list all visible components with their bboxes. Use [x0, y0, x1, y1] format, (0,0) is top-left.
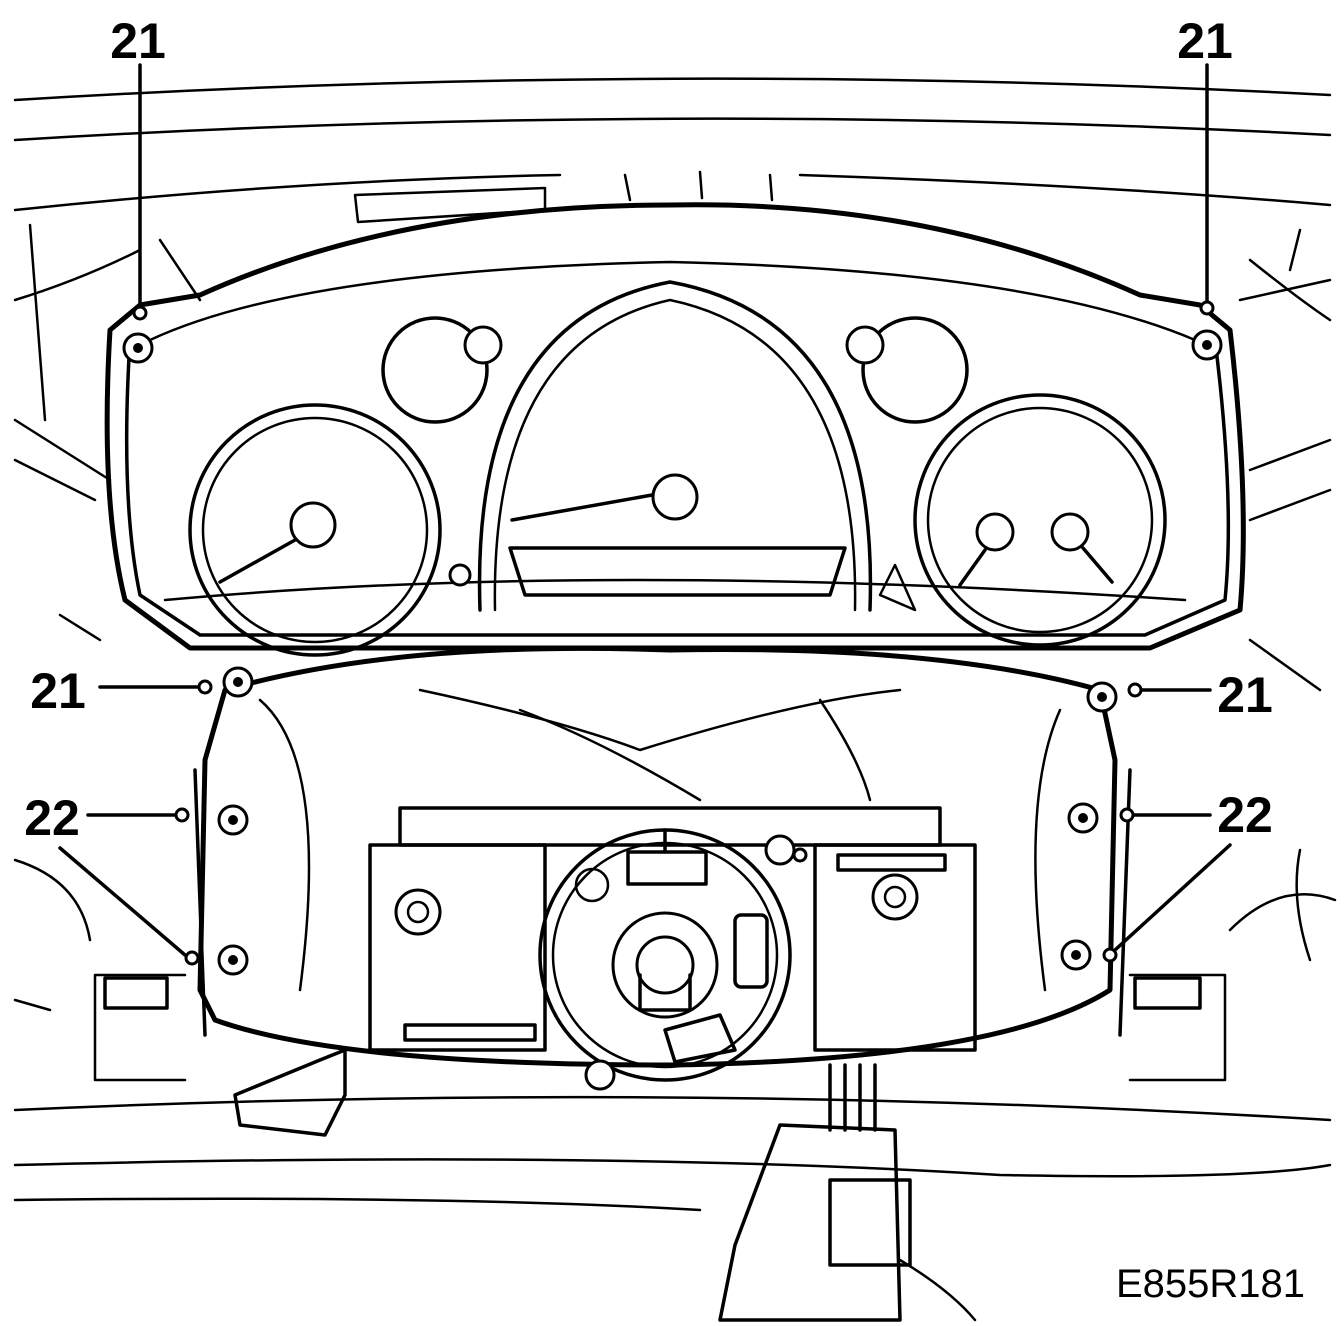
callout-label-21-top-right: 21 — [1177, 13, 1233, 69]
callout-label-22-low-right: 22 — [1217, 787, 1273, 843]
callout-leaders — [58, 63, 1232, 966]
callout-label-21-mid-right: 21 — [1217, 667, 1273, 723]
dashboard-outline — [13, 77, 1332, 692]
callout-label-21-mid-left: 21 — [30, 663, 86, 719]
wiring-harness-connector — [13, 1063, 1332, 1322]
fasteners — [122, 329, 1223, 976]
steering-column-assembly — [197, 645, 1118, 1137]
figure-id: E855R181 — [1116, 1262, 1305, 1306]
instrument-cluster — [104, 202, 1246, 657]
callout-label-22-low-left: 22 — [24, 790, 80, 846]
callout-label-21-top-left: 21 — [110, 13, 166, 69]
